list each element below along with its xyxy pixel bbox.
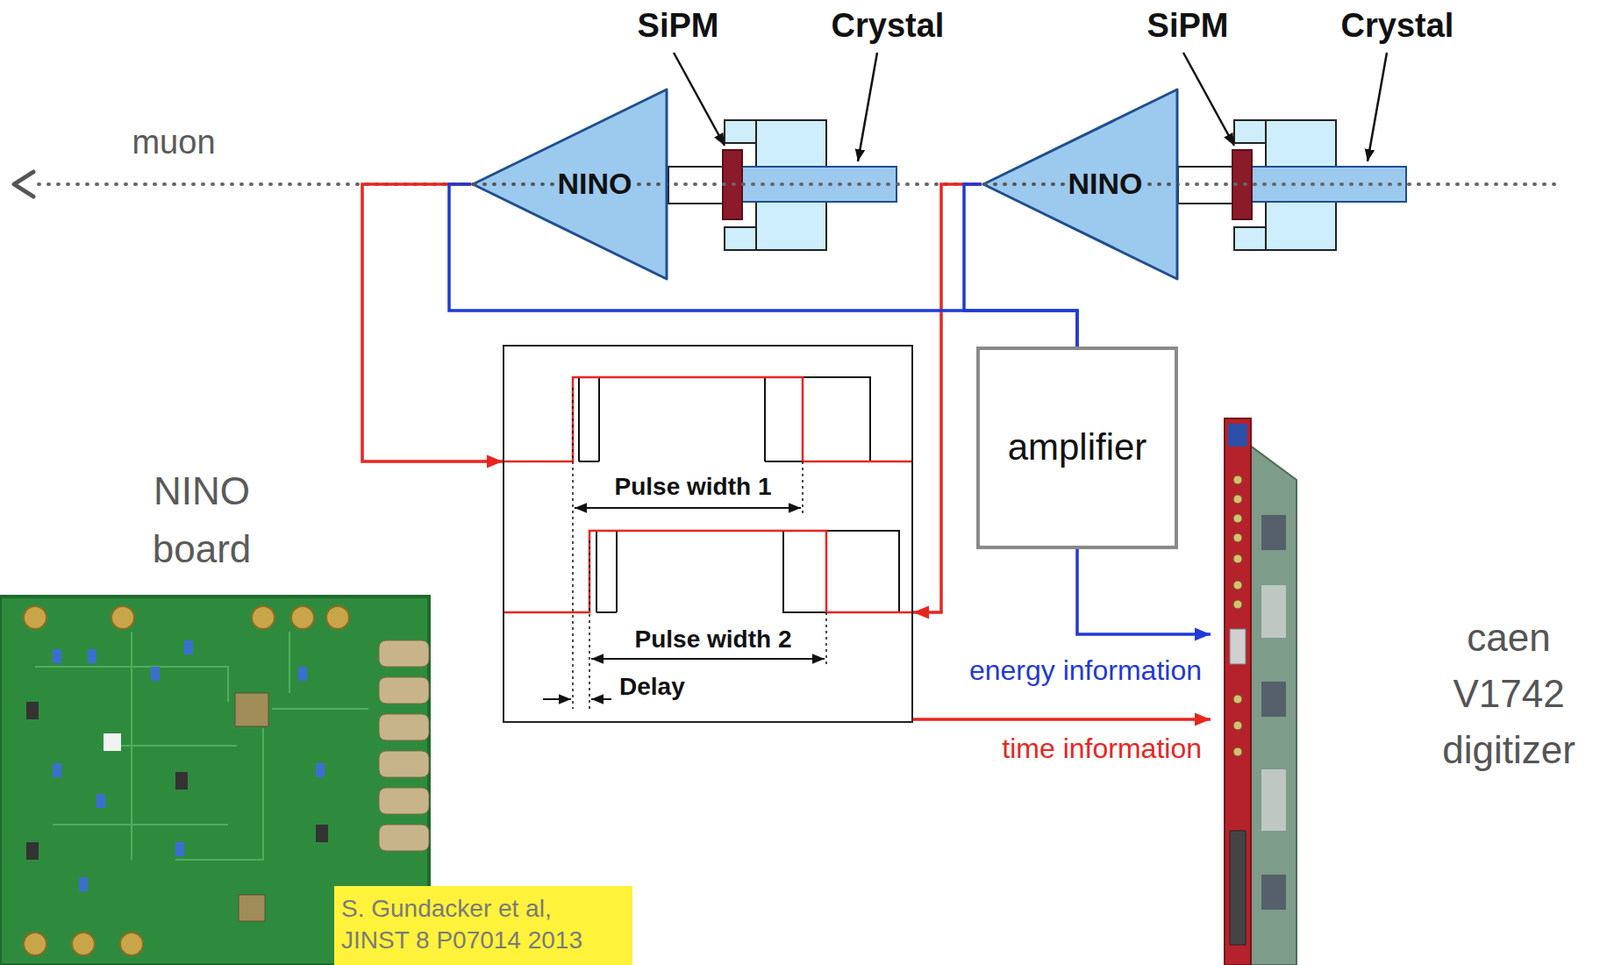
timing-waveforms xyxy=(502,377,914,709)
module-name: caen V1742 digitizer xyxy=(1421,609,1597,779)
muon-arrowhead xyxy=(14,171,34,197)
signal-connector xyxy=(913,717,1211,722)
delay-arrow xyxy=(591,698,612,700)
leader-line xyxy=(857,52,878,162)
digitizer-pcb xyxy=(1249,444,1297,965)
lemo-connector xyxy=(378,824,429,851)
part-name: Crystal xyxy=(1341,6,1455,47)
connector xyxy=(1233,494,1243,504)
board-chip xyxy=(1261,769,1286,831)
part-name: SiPM xyxy=(637,6,720,47)
width-arrow xyxy=(574,507,801,509)
connector xyxy=(291,606,315,629)
connector xyxy=(1233,747,1243,757)
jumper xyxy=(184,640,193,655)
signal-label: Pulse width 2 xyxy=(632,625,795,654)
connector xyxy=(23,606,47,629)
digitizer-module: caen V1742 digitizer xyxy=(1210,418,1597,965)
connector xyxy=(1233,475,1243,485)
signal-connector xyxy=(362,184,503,462)
front-panel xyxy=(1224,418,1251,965)
jumper xyxy=(315,763,325,778)
leader-line xyxy=(673,52,725,146)
triangle-shape xyxy=(983,89,1178,279)
connector xyxy=(1233,580,1243,590)
signal-label: Pulse width 1 xyxy=(612,472,775,501)
leader-line xyxy=(1367,52,1387,162)
width-arrow xyxy=(591,657,825,660)
connector xyxy=(1233,514,1243,523)
chip xyxy=(238,894,265,922)
connector xyxy=(120,932,143,956)
connector xyxy=(1233,721,1243,730)
jumper xyxy=(87,649,97,664)
connector xyxy=(326,606,350,629)
connector xyxy=(111,606,135,629)
board-chip xyxy=(1261,514,1286,550)
component xyxy=(26,701,39,720)
jumper xyxy=(96,793,106,808)
jumper xyxy=(52,763,62,778)
lemo-connector xyxy=(378,750,429,778)
part-name: SiPM xyxy=(1147,6,1229,47)
panel-tag xyxy=(1228,423,1248,447)
board-chip xyxy=(1261,585,1286,638)
black-waveform xyxy=(589,530,900,613)
timing-diagram-box: Pulse width 1 Pulse width 2 Delay xyxy=(502,344,914,723)
pcb-traces xyxy=(35,631,369,860)
connector xyxy=(71,932,95,956)
muon-track xyxy=(38,182,1562,186)
edge-label: time information xyxy=(1000,731,1204,765)
connector xyxy=(23,932,47,956)
signal-connector xyxy=(1077,549,1211,635)
digitizer-picture xyxy=(1224,418,1297,965)
nino-amplifier-triangle: NINO xyxy=(981,87,1179,281)
particle-label: muon xyxy=(131,122,215,164)
edge-label: energy information xyxy=(967,653,1204,687)
amplifier-box: amplifier xyxy=(976,346,1179,550)
component xyxy=(175,771,188,790)
connector xyxy=(1233,600,1243,609)
part-name: Crystal xyxy=(831,6,945,47)
node-label: amplifier xyxy=(1007,425,1148,470)
board-chip xyxy=(1261,681,1286,717)
nino-amplifier-triangle: NINO xyxy=(471,87,669,281)
jumper xyxy=(78,877,88,892)
signal-label: Delay xyxy=(616,672,688,701)
citation-note: S. Gundacker et al, JINST 8 P07014 2013 xyxy=(334,885,633,965)
jumper xyxy=(150,666,160,681)
node-label: NINO xyxy=(1064,166,1147,201)
connector xyxy=(1233,533,1243,543)
ribbon-connector xyxy=(1229,830,1246,945)
connector xyxy=(1233,694,1243,704)
red-waveform xyxy=(502,377,914,462)
jumper xyxy=(298,666,308,681)
leader-line xyxy=(1183,52,1235,146)
black-waveform xyxy=(572,377,871,462)
red-waveform xyxy=(502,530,914,613)
board-chip xyxy=(1261,874,1286,910)
lemo-connector xyxy=(378,714,429,741)
board-label: NINO board xyxy=(114,462,290,579)
jumper xyxy=(52,649,62,664)
usb-port xyxy=(1229,628,1246,665)
chip xyxy=(235,692,269,727)
connector xyxy=(251,606,275,629)
lemo-connector xyxy=(378,640,429,667)
guide-line xyxy=(572,387,827,709)
lemo-connector xyxy=(378,677,429,704)
white-part xyxy=(103,733,122,751)
node-label: NINO xyxy=(554,166,636,201)
panel-connectors xyxy=(1233,475,1243,757)
triangle-shape xyxy=(472,89,667,279)
connector xyxy=(1233,554,1243,564)
delay-arrow xyxy=(542,698,572,700)
component xyxy=(26,842,39,860)
component xyxy=(315,824,329,843)
signal-connector xyxy=(913,184,982,613)
lemo-connector xyxy=(378,787,429,815)
jumper xyxy=(175,842,185,857)
